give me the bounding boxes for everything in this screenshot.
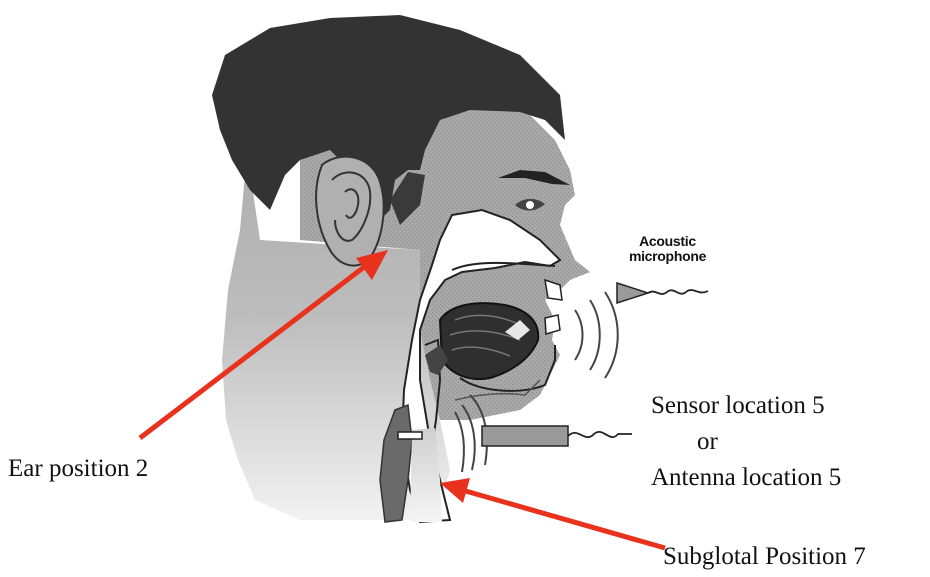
sensor-probe-icon <box>482 426 632 446</box>
or-label: or <box>697 428 718 456</box>
acoustic-microphone-label-line2: microphone <box>610 249 725 264</box>
acoustic-microphone-label-line1: Acoustic <box>610 234 725 249</box>
mouth-sound-waves <box>575 292 618 378</box>
subglottal-position-label: Subglotal Position 7 <box>663 543 866 571</box>
sensor-location-label: Sensor location 5 <box>651 392 825 420</box>
antenna-location-label: Antenna location 5 <box>651 464 841 492</box>
microphone-icon <box>617 283 708 303</box>
ear-position-label: Ear position 2 <box>8 455 148 483</box>
subglottal-position-arrow <box>440 478 665 548</box>
acoustic-microphone-label: Acoustic microphone <box>610 234 725 264</box>
